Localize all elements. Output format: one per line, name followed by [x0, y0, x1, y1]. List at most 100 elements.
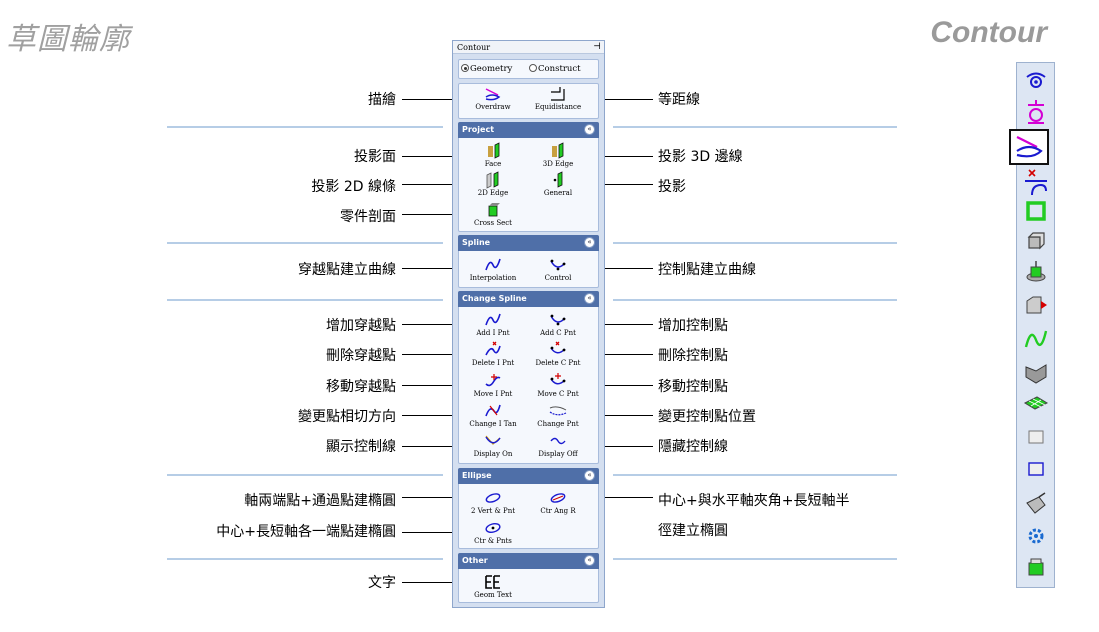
- collapse-icon[interactable]: «: [584, 293, 595, 304]
- leader-line: [585, 156, 653, 157]
- tool-control[interactable]: Control: [523, 256, 593, 284]
- eye-curve-icon[interactable]: [1021, 65, 1051, 95]
- label-delete-c-pnt: 刪除控制點: [658, 348, 728, 364]
- tool-move-c-pnt[interactable]: Move C Pnt: [523, 372, 593, 400]
- collapse-icon[interactable]: «: [584, 124, 595, 135]
- tool-ctr-pnts[interactable]: Ctr & Pnts: [458, 519, 528, 547]
- label-change-pnt: 變更控制點位置: [658, 409, 756, 425]
- section-header-ellipse[interactable]: Ellipse «: [458, 468, 599, 484]
- collapse-icon[interactable]: «: [584, 555, 595, 566]
- fold-icon[interactable]: [1021, 357, 1051, 387]
- project-face-icon: [488, 142, 500, 159]
- tool-caption: Change I Tan: [469, 420, 517, 428]
- separator: [167, 242, 443, 244]
- separator: [167, 474, 443, 476]
- separator: [613, 558, 897, 560]
- section-header-other[interactable]: Other«: [458, 553, 599, 569]
- square-icon[interactable]: [1021, 197, 1051, 227]
- overdraw-circle-icon[interactable]: [1021, 97, 1051, 127]
- tool-caption: Equidistance: [534, 103, 582, 111]
- tool-change-i-tan[interactable]: Change I Tan: [458, 402, 528, 430]
- ellipse-ctr-pnts-icon: [485, 523, 501, 533]
- tool-add-c-pnt[interactable]: Add C Pnt: [523, 311, 593, 339]
- tool-equidistance[interactable]: Equidistance: [523, 85, 593, 113]
- pin-icon[interactable]: ⊣: [593, 42, 601, 52]
- tool-display-off[interactable]: Display Off: [523, 432, 593, 460]
- section-header-spline[interactable]: Spline«: [458, 235, 599, 251]
- section-title: Change Spline: [462, 294, 527, 303]
- tool-caption: Geom Text: [474, 591, 512, 599]
- tool-display-on[interactable]: Display On: [458, 432, 528, 460]
- tool-overdraw[interactable]: Overdraw: [458, 85, 528, 113]
- label-interpolation: 穿越點建立曲線: [298, 262, 396, 278]
- tool-add-i-pnt[interactable]: Add I Pnt: [458, 311, 528, 339]
- text-icon[interactable]: [1021, 553, 1051, 583]
- spline-icon[interactable]: [1021, 325, 1051, 355]
- move-c-pnt-icon: [550, 373, 566, 385]
- panel-title: Contour: [457, 43, 491, 52]
- cross-section-icon[interactable]: [1021, 259, 1051, 289]
- equidistance-icon: [551, 87, 565, 101]
- project-2d-edge-icon: [486, 171, 499, 189]
- grid-icon[interactable]: [1021, 389, 1051, 419]
- radio-geometry[interactable]: Geometry: [461, 63, 512, 75]
- tool-interpolation[interactable]: Interpolation: [458, 256, 528, 284]
- tool-delete-i-pnt[interactable]: Delete I Pnt: [458, 341, 528, 369]
- tool-geom-text[interactable]: Geom Text: [458, 573, 528, 601]
- label-geom-text: 文字: [368, 575, 396, 591]
- tool-2-vert-pnt[interactable]: 2 Vert & Pnt: [458, 489, 528, 517]
- leader-line: [402, 532, 472, 533]
- tool-general[interactable]: General: [523, 171, 593, 199]
- section-header-change-spline[interactable]: Change Spline «: [458, 291, 599, 307]
- collapse-icon[interactable]: «: [584, 470, 595, 481]
- label-overdraw: 描繪: [368, 92, 396, 108]
- radio-construct[interactable]: Construct: [529, 63, 581, 75]
- overdraw-icon[interactable]: [1009, 129, 1049, 165]
- leader-line: [402, 214, 472, 215]
- label-project-general: 投影: [658, 179, 686, 195]
- leader-line: [402, 446, 472, 447]
- leader-line: [585, 385, 653, 386]
- curve-tool-icon[interactable]: [1021, 489, 1051, 519]
- label-ctr-pnts: 中心+長短軸各一端點建橢圓: [216, 524, 396, 540]
- rect-icon[interactable]: [1021, 423, 1051, 453]
- radio-label: Geometry: [470, 64, 513, 74]
- tool-move-i-pnt[interactable]: Move I Pnt: [458, 372, 528, 400]
- gear-icon[interactable]: [1021, 521, 1051, 551]
- rect2-icon[interactable]: [1021, 455, 1051, 485]
- tool-delete-c-pnt[interactable]: Delete C Pnt: [523, 341, 593, 369]
- tool-caption: Display Off: [538, 450, 578, 458]
- ellipse-ctr-ang-icon: [550, 493, 566, 503]
- panel-title-bar[interactable]: Contour ⊣: [453, 41, 604, 54]
- tool-caption: Delete C Pnt: [535, 359, 581, 367]
- section-header-project[interactable]: Project«: [458, 122, 599, 138]
- tool-caption: Interpolation: [469, 274, 517, 282]
- overdraw-icon: [485, 88, 501, 101]
- collapse-icon[interactable]: «: [584, 237, 595, 248]
- leader-line: [402, 324, 472, 325]
- tool-caption: Change Pnt: [537, 420, 579, 428]
- tool-ctr-ang-r[interactable]: Ctr Ang R: [523, 489, 593, 517]
- project-general-icon: [553, 171, 563, 188]
- tool-2d-edge[interactable]: 2D Edge: [458, 171, 528, 199]
- tool-face[interactable]: Face: [458, 142, 528, 170]
- equidistance-icon[interactable]: [1021, 167, 1051, 197]
- leader-line: [585, 497, 653, 498]
- separator: [613, 299, 897, 301]
- vertical-toolbar: [1009, 62, 1055, 588]
- project-3d-icon[interactable]: [1021, 291, 1051, 321]
- project-face-icon[interactable]: [1021, 227, 1051, 257]
- label-change-i-tan: 變更點相切方向: [298, 409, 396, 425]
- interpolation-icon: [485, 258, 501, 271]
- project-3d-edge-icon: [552, 142, 564, 159]
- leader-line: [402, 268, 472, 269]
- leader-line: [585, 324, 653, 325]
- tool-change-pnt[interactable]: Change Pnt: [523, 402, 593, 430]
- leader-line: [402, 184, 472, 185]
- section-title: Ellipse: [462, 471, 492, 480]
- section-change-spline: [458, 291, 599, 464]
- tool-3d-edge[interactable]: 3D Edge: [523, 142, 593, 170]
- label-equidistance: 等距線: [658, 92, 700, 108]
- tool-cross-sect[interactable]: Cross Sect: [458, 201, 528, 229]
- separator: [167, 299, 443, 301]
